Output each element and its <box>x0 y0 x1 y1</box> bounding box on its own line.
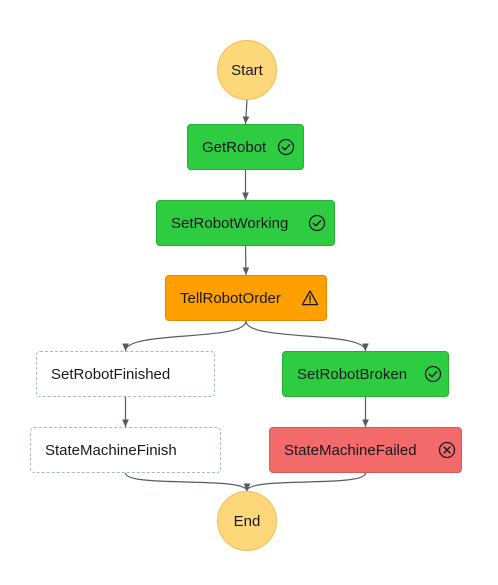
edge-start-to-get-robot <box>242 99 250 125</box>
x-circle-icon <box>438 441 456 459</box>
state-label: GetRobot <box>202 138 267 156</box>
edge-tell-robot-order-to-set-robot-broken <box>245 320 369 352</box>
edge-state-machine-failed-to-end <box>243 472 367 492</box>
state-label: TellRobotOrder <box>180 289 281 307</box>
state-state-machine-finish[interactable]: StateMachineFinish <box>30 427 221 473</box>
state-set-robot-broken[interactable]: SetRobotBroken <box>282 351 449 397</box>
state-label: SetRobotWorking <box>171 214 289 232</box>
state-label: SetRobotFinished <box>51 365 171 383</box>
end-node[interactable]: End <box>217 491 277 551</box>
check-circle-icon <box>424 365 442 383</box>
check-circle-icon <box>308 214 326 232</box>
state-label: SetRobotBroken <box>297 365 408 383</box>
state-label: StateMachineFinish <box>45 441 177 459</box>
edge-state-machine-finish-to-end <box>124 472 251 492</box>
start-label: Start <box>231 61 263 79</box>
state-set-robot-finished[interactable]: SetRobotFinished <box>36 351 215 397</box>
state-set-robot-working[interactable]: SetRobotWorking <box>156 200 335 246</box>
edge-set-robot-working-to-tell-robot-order <box>242 245 250 276</box>
state-state-machine-failed[interactable]: StateMachineFailed <box>269 427 462 473</box>
state-tell-robot-order[interactable]: TellRobotOrder <box>165 275 327 321</box>
state-get-robot[interactable]: GetRobot <box>187 124 304 170</box>
state-label: StateMachineFailed <box>284 441 417 459</box>
edge-tell-robot-order-to-set-robot-finished <box>122 320 247 352</box>
warning-icon <box>301 290 319 306</box>
end-label: End <box>233 512 261 530</box>
start-node[interactable]: Start <box>217 40 277 100</box>
check-circle-icon <box>277 138 295 156</box>
